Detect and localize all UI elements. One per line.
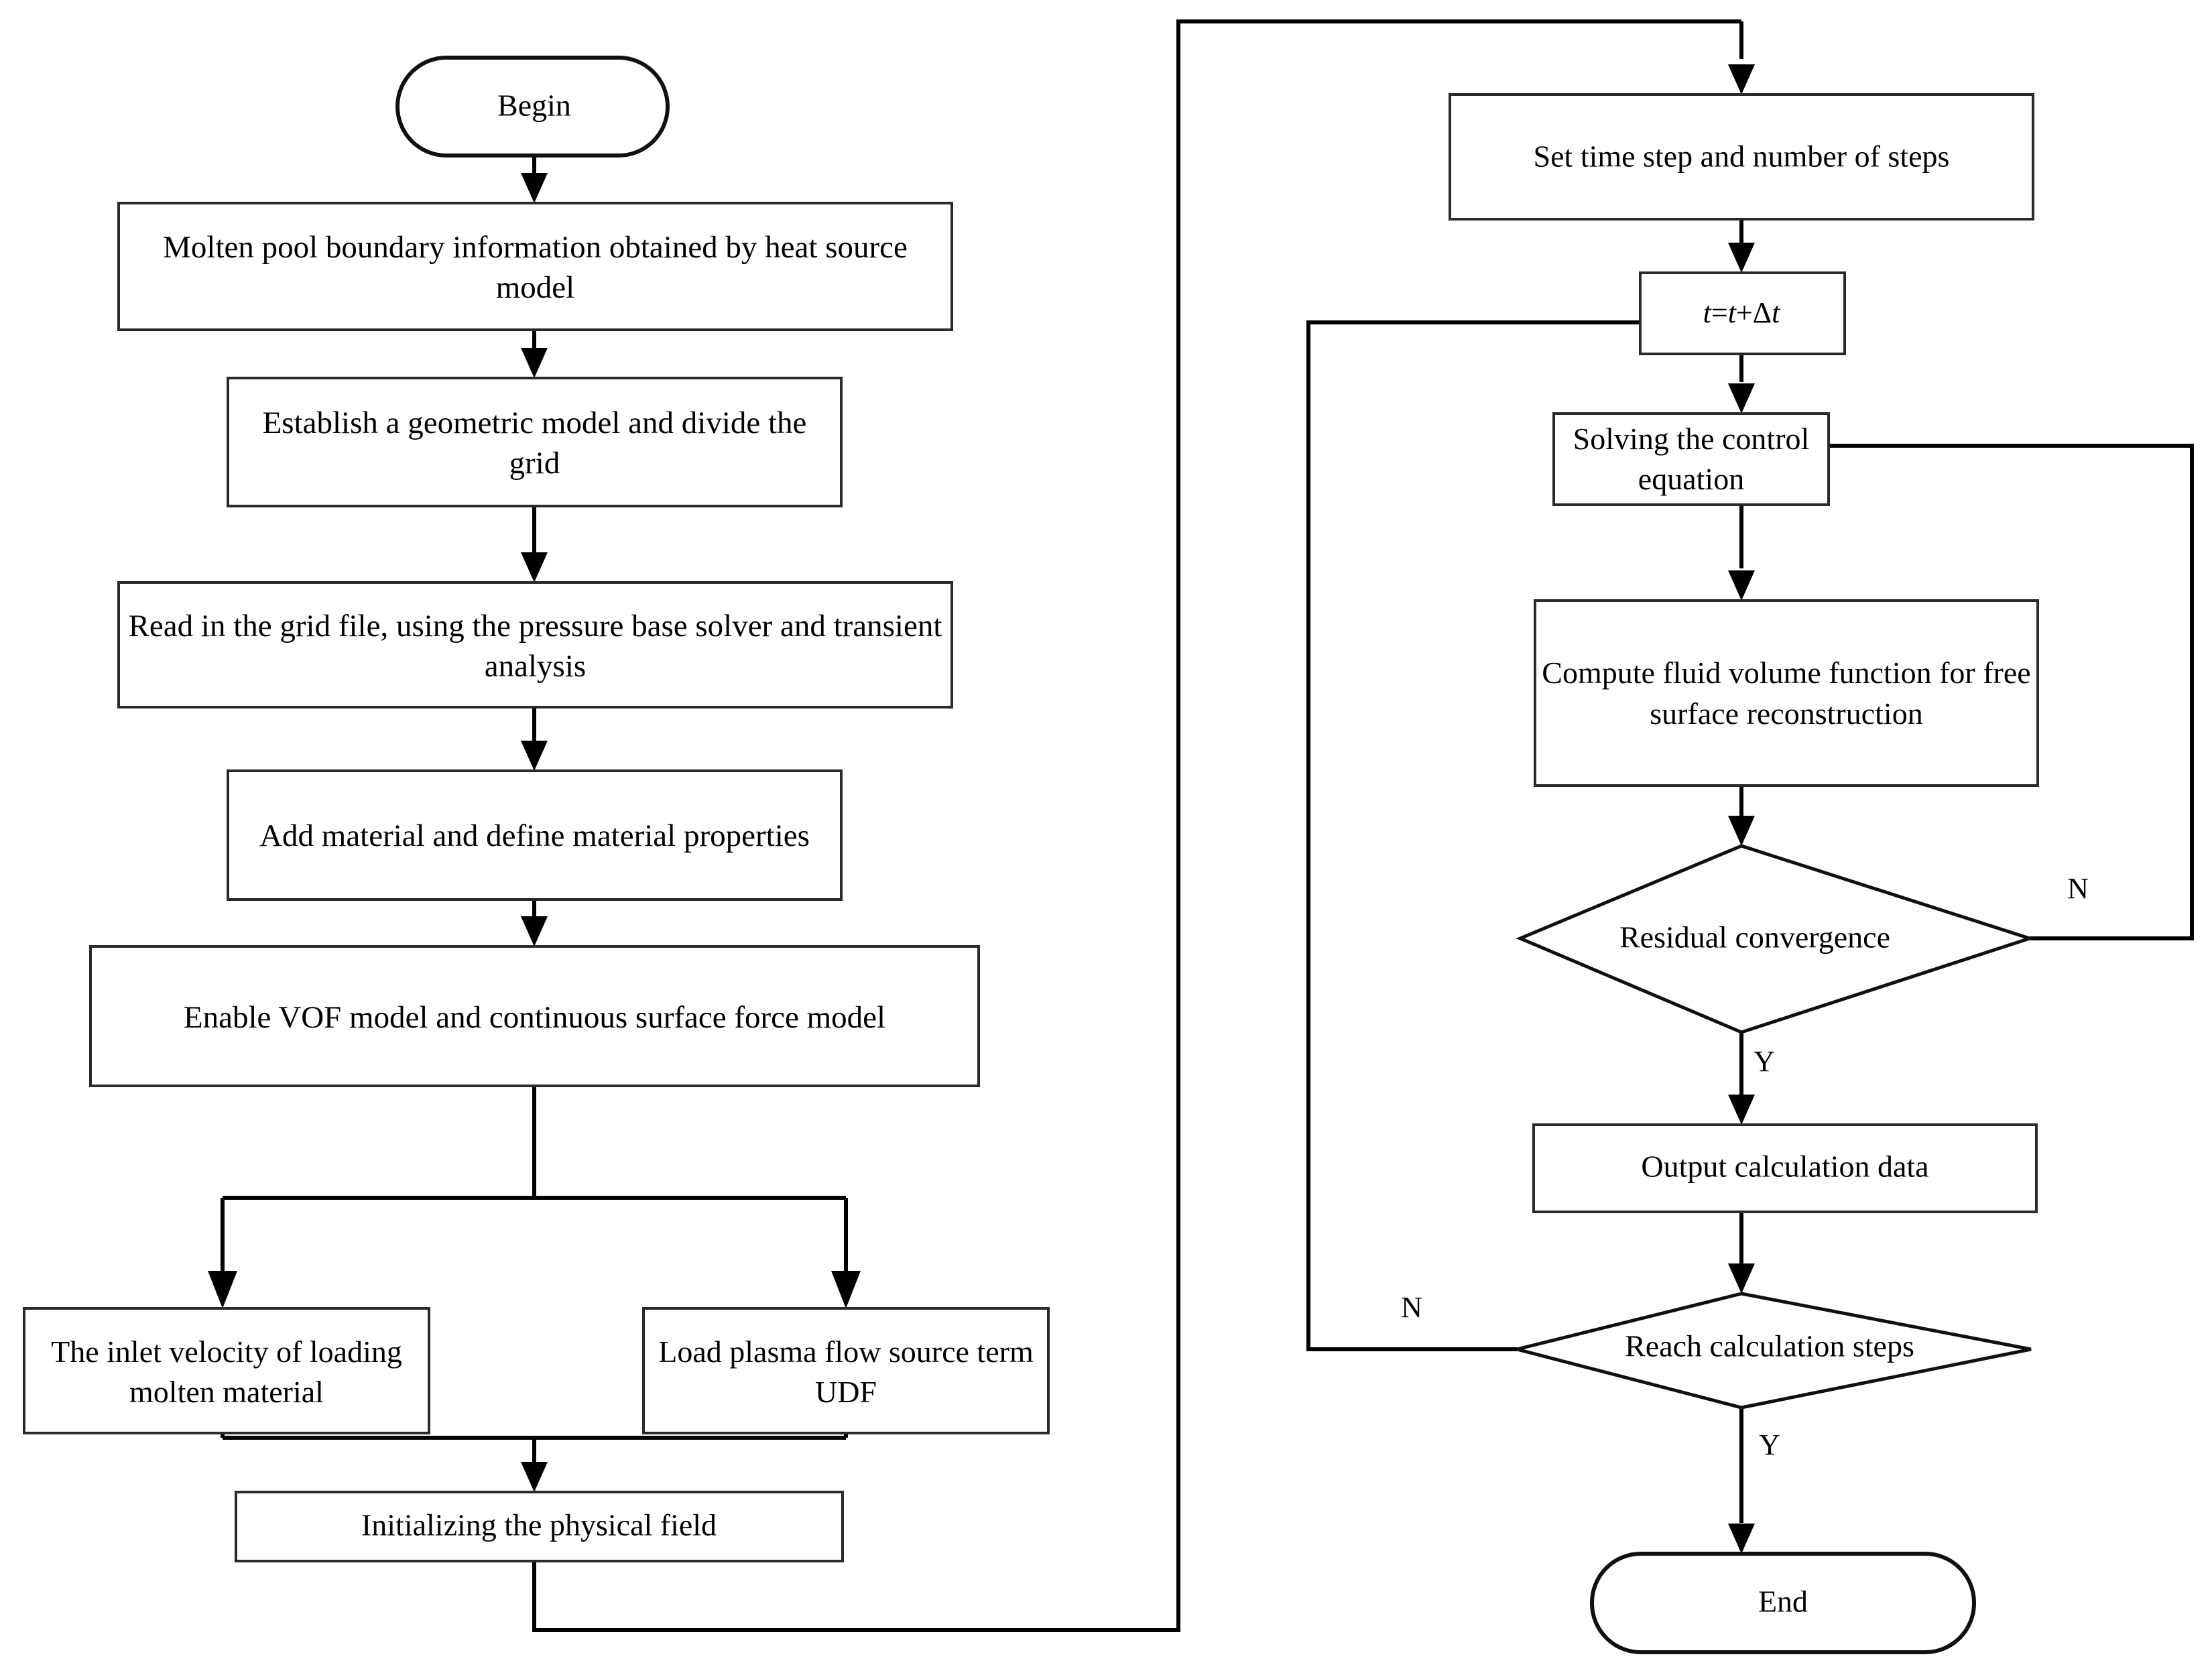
connector-residual-no-loop bbox=[1829, 444, 2194, 940]
inlet-velocity-text-host: The inlet velocity of loading molten mat… bbox=[51, 1335, 402, 1409]
plasma-udf-text-host: Load plasma flow source term UDF bbox=[658, 1335, 1034, 1409]
enable-vof-shape bbox=[89, 945, 980, 1087]
output-data-label: Output calculation data bbox=[1641, 1150, 1928, 1184]
arrowhead-increment-to-solve bbox=[1728, 383, 1755, 414]
arrowhead-reach-yes-to-end bbox=[1728, 1524, 1755, 1554]
initializing-label: Initializing the physical field bbox=[361, 1508, 717, 1542]
begin-label: Begin bbox=[497, 88, 571, 123]
node-initializing-field[interactable]: Initializing the physical field bbox=[235, 1491, 844, 1562]
inlet-velocity-shape bbox=[23, 1307, 430, 1434]
node-molten-pool-info[interactable]: Molten pool boundary information obtaine… bbox=[117, 202, 953, 331]
read-grid-shape bbox=[117, 581, 953, 708]
connector-reach-no-loop bbox=[1306, 320, 1639, 1351]
molten-pool-text-host: Molten pool boundary information obtaine… bbox=[163, 229, 908, 305]
end-label: End bbox=[1758, 1585, 1808, 1619]
branch-label-residual-no: N bbox=[2067, 872, 2089, 905]
connectors-left bbox=[208, 19, 1755, 1632]
geometric-model-label: Establish a geometric model and divide t… bbox=[262, 405, 807, 481]
add-material-text-host: Add material and define material propert… bbox=[259, 818, 810, 854]
node-output-data[interactable]: Output calculation data bbox=[1532, 1123, 2038, 1213]
arrowhead-split-left bbox=[208, 1271, 237, 1308]
arrowhead-split-right bbox=[831, 1271, 861, 1308]
arrowhead-solve-to-compute bbox=[1728, 570, 1755, 601]
node-plasma-udf[interactable]: Load plasma flow source term UDF bbox=[642, 1307, 1050, 1434]
molten-pool-label: Molten pool boundary information obtaine… bbox=[163, 229, 908, 305]
output-data-shape bbox=[1532, 1123, 2038, 1213]
node-add-material[interactable]: Add material and define material propert… bbox=[227, 769, 843, 901]
plasma-udf-shape bbox=[642, 1307, 1050, 1434]
arrowhead-output-to-reach bbox=[1728, 1263, 1755, 1294]
node-compute-vof[interactable]: Compute fluid volume function for free s… bbox=[1534, 599, 2039, 787]
solve-equation-shape bbox=[1552, 412, 1830, 506]
molten-pool-shape bbox=[117, 202, 953, 331]
read-grid-text-host: Read in the grid file, using the pressur… bbox=[128, 608, 942, 684]
node-residual-convergence[interactable]: Residual convergence bbox=[1516, 844, 2036, 1034]
branch-label-reach-no: N bbox=[1401, 1291, 1422, 1324]
node-read-grid-file[interactable]: Read in the grid file, using the pressur… bbox=[117, 581, 953, 708]
node-solve-equation[interactable]: Solving the control equation bbox=[1552, 412, 1830, 506]
read-grid-label: Read in the grid file, using the pressur… bbox=[128, 608, 942, 684]
begin-shape bbox=[395, 56, 670, 158]
enable-vof-text-host: Enable VOF model and continuous surface … bbox=[183, 999, 886, 1035]
connectors-right bbox=[1306, 219, 2194, 1554]
solve-equation-text-host: Solving the control equation bbox=[1573, 422, 1810, 496]
compute-vof-label: Compute fluid volume function for free s… bbox=[1542, 656, 2031, 731]
initializing-shape bbox=[235, 1491, 844, 1562]
end-shape bbox=[1590, 1552, 1976, 1654]
geometric-model-text-host: Establish a geometric model and divide t… bbox=[262, 405, 807, 481]
arrowhead-merge-to-init bbox=[521, 1462, 548, 1492]
residual-label: Residual convergence bbox=[1619, 920, 1890, 954]
node-enable-vof[interactable]: Enable VOF model and continuous surface … bbox=[89, 945, 980, 1087]
arrowhead-compute-to-residual bbox=[1728, 816, 1755, 846]
plasma-udf-label: Load plasma flow source term UDF bbox=[658, 1335, 1034, 1409]
arrowhead-molten-to-geometric bbox=[521, 348, 548, 378]
set-time-step-label: Set time step and number of steps bbox=[1534, 139, 1950, 174]
arrowhead-begin-to-molten bbox=[521, 173, 548, 203]
time-increment-shape bbox=[1639, 271, 1846, 355]
reach-label: Reach calculation steps bbox=[1625, 1329, 1914, 1363]
compute-vof-text-host: Compute fluid volume function for free s… bbox=[1542, 656, 2031, 731]
set-time-step-shape bbox=[1449, 93, 2034, 221]
residual-diamond-shape bbox=[1516, 844, 2036, 1034]
solve-equation-label: Solving the control equation bbox=[1573, 422, 1810, 496]
arrowhead-loop-to-timestep bbox=[1728, 64, 1755, 95]
arrowhead-material-to-vof bbox=[521, 916, 548, 946]
inlet-velocity-label: The inlet velocity of loading molten mat… bbox=[51, 1335, 402, 1409]
add-material-label: Add material and define material propert… bbox=[259, 818, 810, 854]
branch-label-reach-yes: Y bbox=[1759, 1428, 1780, 1461]
arrowhead-geometric-to-read bbox=[521, 552, 548, 582]
node-time-increment[interactable]: t=t+Δt bbox=[1639, 271, 1846, 355]
arrowhead-timestep-to-increment bbox=[1728, 243, 1755, 273]
time-increment-label: t=t+Δt bbox=[1703, 296, 1781, 329]
branch-label-residual-yes: Y bbox=[1754, 1045, 1775, 1078]
connector-init-to-timestep-loop bbox=[532, 19, 1741, 1632]
geometric-model-shape bbox=[227, 377, 843, 507]
compute-vof-shape bbox=[1534, 599, 2039, 787]
enable-vof-label: Enable VOF model and continuous surface … bbox=[183, 999, 886, 1035]
node-end[interactable]: End bbox=[1590, 1552, 1976, 1654]
arrowhead-read-to-material bbox=[521, 741, 548, 771]
reach-diamond-shape bbox=[1516, 1292, 2032, 1410]
node-set-time-step[interactable]: Set time step and number of steps bbox=[1449, 93, 2034, 221]
node-inlet-velocity[interactable]: The inlet velocity of loading molten mat… bbox=[23, 1307, 430, 1434]
node-begin[interactable]: Begin bbox=[395, 56, 670, 158]
node-geometric-model[interactable]: Establish a geometric model and divide t… bbox=[227, 377, 843, 507]
node-reach-calculation-steps[interactable]: Reach calculation steps bbox=[1516, 1292, 2032, 1410]
add-material-shape bbox=[227, 769, 843, 901]
arrowhead-residual-yes-to-output bbox=[1728, 1095, 1755, 1125]
